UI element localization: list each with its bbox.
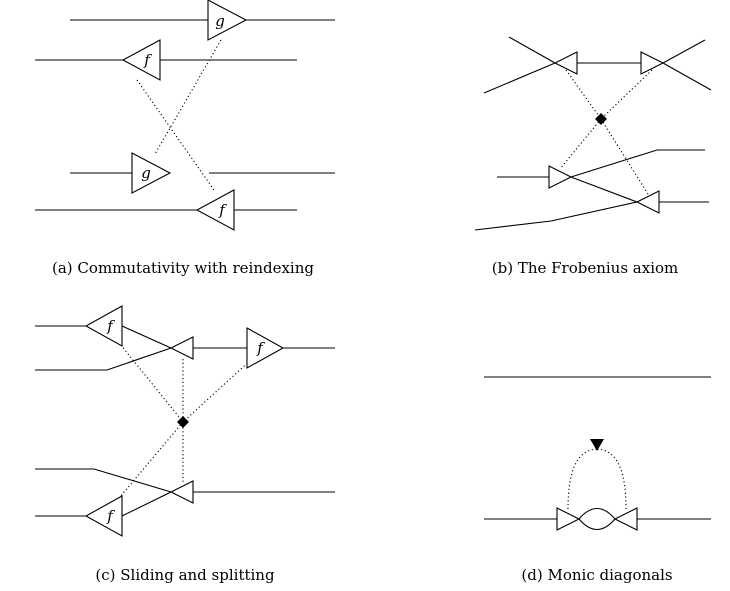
dotted-wire	[600, 69, 653, 120]
merge-triangle	[553, 51, 578, 75]
morphism-box-f	[84, 495, 123, 537]
wire	[35, 468, 172, 493]
caption-b: (b) The Frobenius axiom	[492, 259, 679, 277]
black-diamond-node	[177, 416, 189, 428]
panel-c-diagram: f f f	[35, 305, 335, 537]
merge-triangle	[169, 480, 194, 504]
morphism-label: f	[106, 317, 115, 335]
panel-a-diagram: g f g f	[35, 0, 335, 231]
split-triangle	[640, 51, 665, 75]
dotted-wire	[600, 118, 649, 195]
dotted-wire	[154, 39, 222, 155]
morphism-box-f	[121, 39, 161, 81]
panel-d-diagram	[484, 376, 711, 531]
wire	[474, 201, 638, 231]
wire	[121, 325, 172, 349]
morphism-label: f	[218, 201, 227, 219]
wire	[578, 507, 616, 520]
panel-b-diagram	[474, 36, 712, 231]
split-triangle	[548, 165, 573, 189]
black-diamond-node	[595, 113, 607, 125]
morphism-box-f	[195, 189, 235, 231]
wire	[483, 62, 556, 94]
morphism-label: g	[141, 164, 151, 182]
dotted-wire	[567, 448, 598, 510]
morphism-box-f	[84, 305, 123, 347]
caption-c: (c) Sliding and splitting	[95, 566, 275, 584]
caption-a: (a) Commutativity with reindexing	[52, 259, 314, 277]
dotted-wire	[113, 421, 184, 505]
dotted-wire	[565, 69, 602, 120]
wire	[578, 518, 616, 531]
dotted-wire	[182, 357, 254, 423]
morphism-box-g	[207, 0, 248, 41]
morphism-label: g	[215, 12, 225, 30]
dotted-wire	[115, 338, 184, 423]
dotted-wire	[559, 118, 602, 170]
morphism-label: f	[106, 507, 115, 525]
wire	[35, 347, 172, 371]
dotted-wire	[596, 448, 627, 510]
wire	[508, 36, 556, 64]
morphism-label: f	[256, 339, 265, 357]
merge-triangle	[169, 336, 194, 360]
wire	[570, 176, 638, 203]
wire	[570, 149, 705, 178]
merge-triangle	[613, 507, 638, 531]
caption-d: (d) Monic diagonals	[521, 566, 672, 584]
morphism-label: f	[143, 51, 152, 69]
morphism-box-f	[246, 327, 285, 369]
split-triangle	[556, 507, 581, 531]
wire	[662, 39, 706, 64]
merge-triangle	[635, 190, 660, 214]
wire	[121, 491, 172, 517]
morphism-box-g	[131, 152, 172, 194]
wire	[662, 62, 712, 91]
black-triangle-node	[590, 439, 604, 451]
